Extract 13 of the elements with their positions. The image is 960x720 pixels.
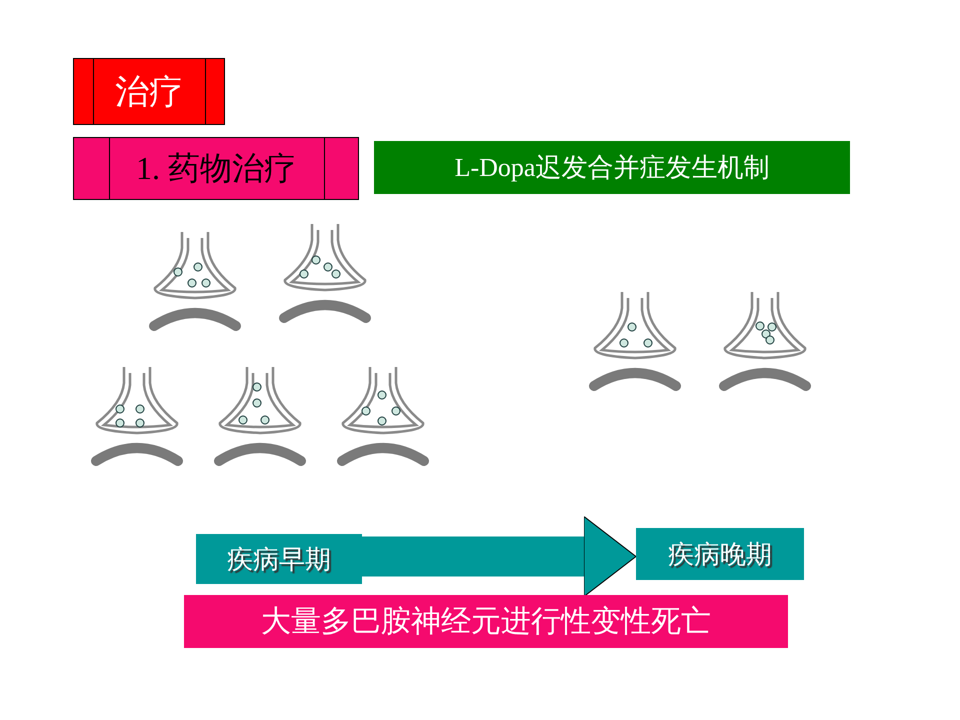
label-text: L-Dopa迟发合并症发生机制: [454, 152, 770, 184]
block-arrow: [362, 516, 636, 597]
banner: [184, 595, 788, 648]
label-text: 疾病晚期: [668, 538, 772, 572]
label-box: [636, 528, 804, 580]
label-text: 1. 药物治疗: [136, 148, 296, 188]
label-box: [73, 137, 359, 200]
label-box: [374, 141, 850, 194]
label-box: [196, 534, 362, 584]
label-text: 治疗: [115, 70, 183, 114]
title-box: [73, 58, 225, 125]
label-text: 疾病早期: [227, 544, 331, 576]
label-text: 大量多巴胺神经元进行性变性死亡: [261, 603, 711, 641]
